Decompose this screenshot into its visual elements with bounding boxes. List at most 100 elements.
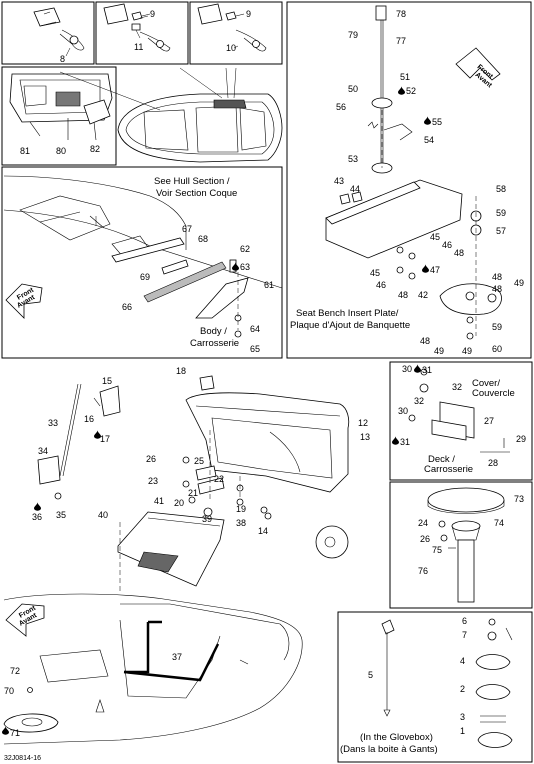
note-deck-en: Deck / — [428, 454, 455, 465]
callout-49b: 49 — [434, 346, 444, 356]
note-deck-fr: Carrosserie — [424, 464, 473, 475]
callout-79: 79 — [348, 30, 358, 40]
callout-56: 56 — [336, 102, 346, 112]
callout-7: 7 — [462, 630, 467, 640]
panel-cable-tie-1 — [1, 1, 95, 65]
callout-45b: 45 — [370, 268, 380, 278]
cable-tie-group-8: 8 — [33, 7, 85, 64]
callout-20: 20 — [174, 498, 184, 508]
callout-77: 77 — [396, 36, 406, 46]
callout-23: 23 — [148, 476, 158, 486]
callout-55: 55 — [432, 117, 442, 127]
callout-19: 19 — [236, 504, 246, 514]
panel-seat-bench — [286, 1, 532, 359]
panel-cable-tie-2 — [95, 1, 189, 65]
callout-33: 33 — [48, 418, 58, 428]
callout-35: 35 — [56, 510, 66, 520]
panel-body-section — [1, 166, 283, 359]
cable-tie-group-9-10: 9 10 — [197, 3, 267, 53]
callout-61: 61 — [264, 280, 274, 290]
callout-52: 52 — [406, 86, 416, 96]
callout-28: 28 — [488, 458, 498, 468]
drawing-code: 32J0814-16 — [4, 755, 41, 762]
callout-15: 15 — [102, 376, 112, 386]
callout-17: 17 — [100, 434, 110, 444]
callout-43: 43 — [334, 176, 344, 186]
callout-44: 44 — [350, 184, 360, 194]
callout-39: 39 — [202, 514, 212, 524]
boat-overview — [59, 67, 283, 163]
callout-82: 82 — [90, 144, 100, 154]
callout-31b: 31 — [400, 437, 410, 447]
callout-27: 27 — [484, 416, 494, 426]
callout-13: 13 — [360, 432, 370, 442]
callout-6: 6 — [462, 616, 467, 626]
note-seat-insert-en: Seat Bench Insert Plate/ — [296, 308, 399, 319]
callout-32b: 32 — [414, 396, 424, 406]
callout-41: 41 — [154, 496, 164, 506]
callout-57: 57 — [496, 226, 506, 236]
callout-38: 38 — [236, 518, 246, 528]
callout-53: 53 — [348, 154, 358, 164]
callout-59a: 59 — [496, 208, 506, 218]
main-seat-assembly: Front Avant Front Avant 18 15 16 17 33 3… — [2, 283, 370, 762]
callout-51: 51 — [400, 72, 410, 82]
callout-60: 60 — [492, 344, 502, 354]
note-cover-fr: Couvercle — [472, 388, 515, 399]
callout-4: 4 — [460, 656, 465, 666]
note-body-fr: Carrosserie — [190, 338, 239, 349]
callout-65: 65 — [250, 344, 260, 354]
callout-48e: 48 — [420, 336, 430, 346]
callout-75: 75 — [432, 545, 442, 555]
callout-2: 2 — [460, 684, 465, 694]
callout-18: 18 — [176, 366, 186, 376]
callout-46a: 46 — [442, 240, 452, 250]
body-section: See Hull Section / Voir Section Coque 67… — [3, 175, 283, 354]
callout-45a: 45 — [430, 232, 440, 242]
callout-34: 34 — [38, 446, 48, 456]
callout-26b: 26 — [420, 534, 430, 544]
callout-14: 14 — [258, 526, 268, 536]
callout-70: 70 — [4, 686, 14, 696]
callout-1: 1 — [460, 726, 465, 736]
cable-tie-group-9-11: 9 11 — [103, 3, 171, 52]
callout-47: 47 — [430, 265, 440, 275]
callout-62: 62 — [240, 244, 250, 254]
callout-80: 80 — [56, 146, 66, 156]
callout-76: 76 — [418, 566, 428, 576]
callout-26a: 26 — [146, 454, 156, 464]
callout-40: 40 — [98, 510, 108, 520]
callout-73: 73 — [514, 494, 524, 504]
callout-71: 71 — [10, 728, 20, 738]
callout-42: 42 — [418, 290, 428, 300]
callout-49c: 49 — [462, 346, 472, 356]
callout-36: 36 — [32, 512, 42, 522]
callout-50: 50 — [348, 84, 358, 94]
callout-9a: 9 — [150, 9, 155, 19]
callout-78: 78 — [396, 9, 406, 19]
callout-48b: 48 — [398, 290, 408, 300]
callout-32a: 32 — [452, 382, 462, 392]
glovebox-detail: 81 80 82 — [9, 73, 113, 156]
callout-3: 3 — [460, 712, 465, 722]
panel-cable-tie-3 — [189, 1, 283, 65]
callout-10: 10 — [226, 43, 236, 53]
callout-58: 58 — [496, 184, 506, 194]
note-body-en: Body / — [200, 326, 227, 337]
front-arrow-mid-icon — [5, 283, 43, 319]
callout-22: 22 — [214, 474, 224, 484]
cover-deck: 30 31 32 Cover/ Couvercle 32 30 27 31 29… — [392, 364, 526, 475]
panel-glovebox-tool — [337, 611, 533, 763]
callout-59b: 59 — [492, 322, 502, 332]
panel-table — [389, 481, 533, 609]
panel-glovebox-detail — [1, 66, 117, 166]
note-seat-insert-fr: Plaque d'Ajout de Banquette — [290, 320, 410, 331]
callout-25: 25 — [194, 456, 204, 466]
callout-16: 16 — [84, 414, 94, 424]
callout-72: 72 — [10, 666, 20, 676]
callout-9b: 9 — [246, 9, 251, 19]
callout-30b: 30 — [398, 406, 408, 416]
callout-74: 74 — [494, 518, 504, 528]
callout-37: 37 — [172, 652, 182, 662]
